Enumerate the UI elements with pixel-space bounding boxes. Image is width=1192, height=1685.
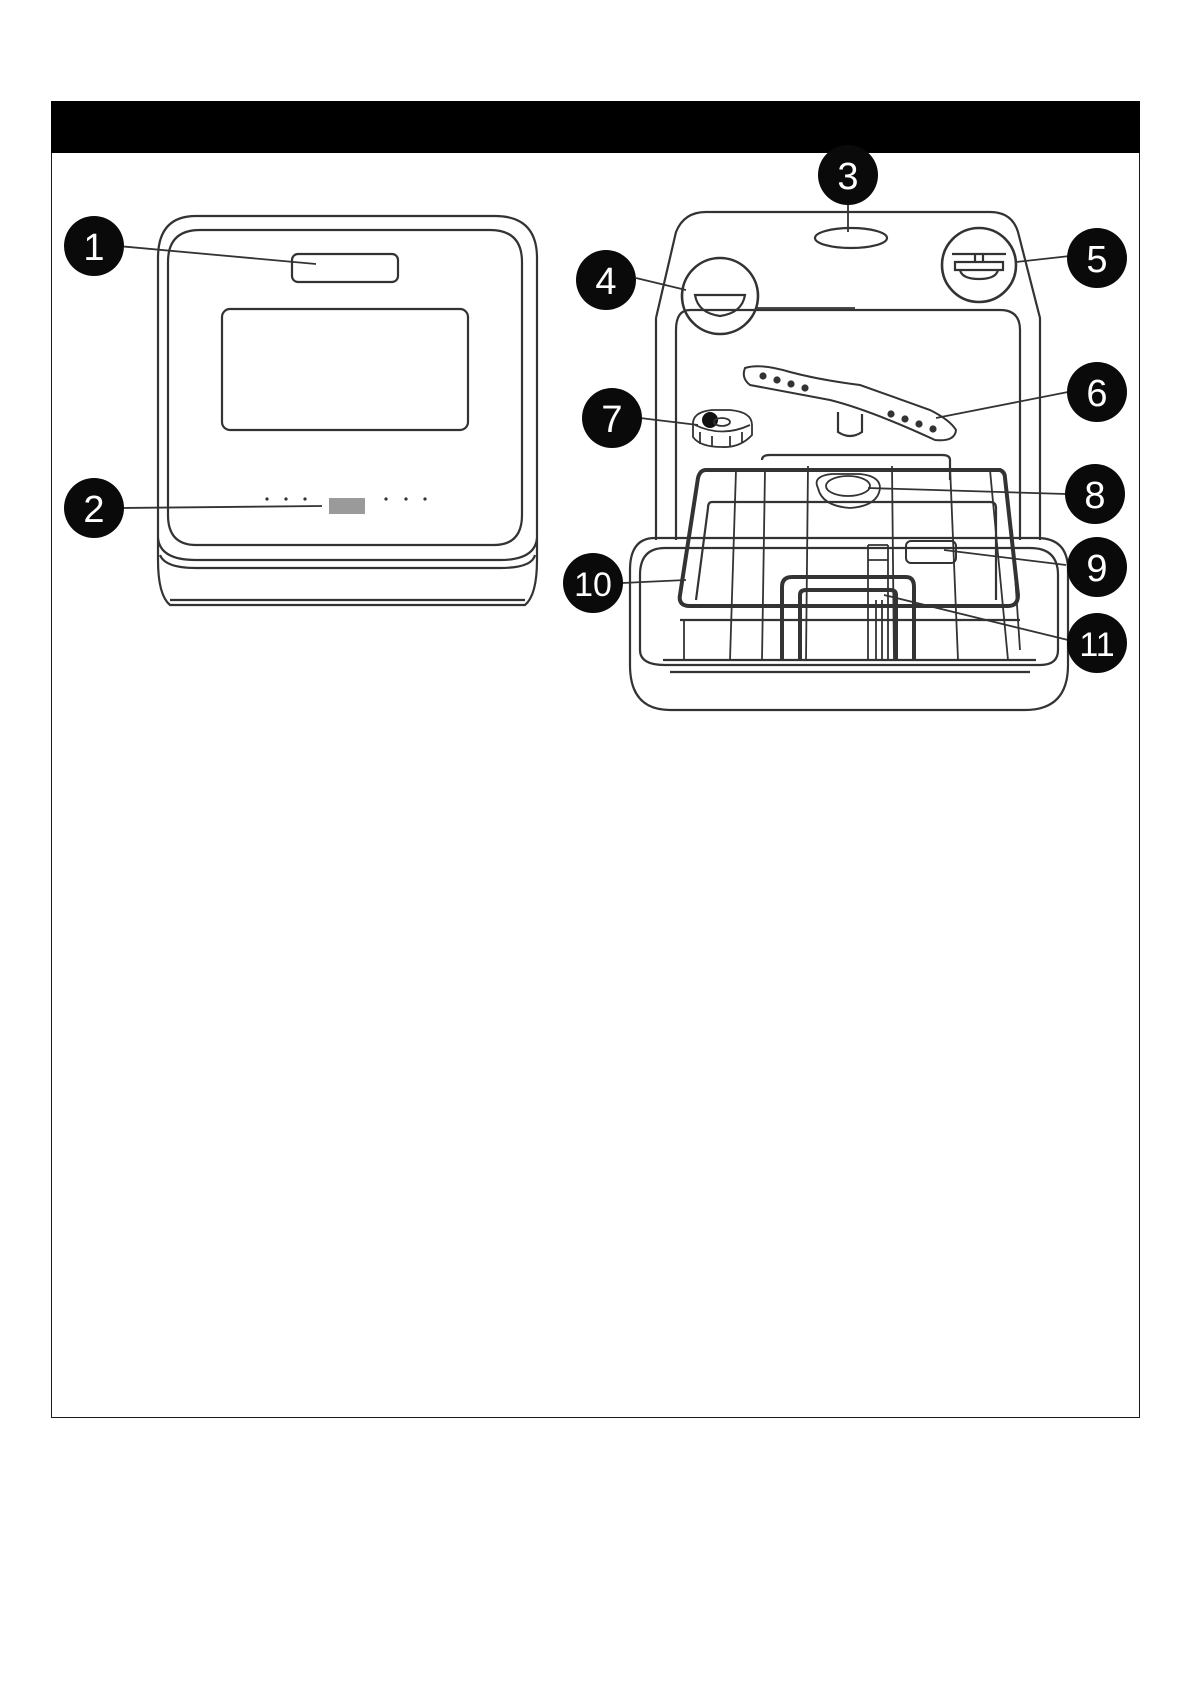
callout-2-label: 2 xyxy=(83,489,104,531)
top-opening xyxy=(815,228,887,248)
callout-4: 4 xyxy=(576,250,636,310)
callout-8-label: 8 xyxy=(1084,475,1105,517)
leader-4 xyxy=(636,278,686,290)
callout-11-label: 11 xyxy=(1079,626,1114,664)
callout-2: 2 xyxy=(64,478,124,538)
cutlery-basket xyxy=(782,577,914,660)
door-handle xyxy=(292,254,398,282)
leader-7 xyxy=(640,418,698,425)
leader-6 xyxy=(936,392,1068,418)
callout-6-label: 6 xyxy=(1086,373,1107,415)
closed-body-outline xyxy=(158,216,537,605)
leader-1 xyxy=(118,246,316,264)
detail-5-shape xyxy=(955,254,1003,279)
callout-10-label: 10 xyxy=(574,566,612,604)
callouts: 1 2 3 4 5 6 7 8 xyxy=(64,145,1127,673)
callout-1-label: 1 xyxy=(83,227,104,269)
callout-3-label: 3 xyxy=(837,156,858,198)
callout-6: 6 xyxy=(1067,362,1127,422)
leader-11 xyxy=(884,595,1068,640)
callout-7: 7 xyxy=(582,388,642,448)
cutlery-divider xyxy=(868,545,888,660)
detail-circle-5 xyxy=(942,228,1016,302)
control-dots-right xyxy=(384,497,426,500)
callout-10: 10 xyxy=(563,553,623,613)
spray-arm-hub xyxy=(838,412,862,436)
control-dots-left xyxy=(265,497,306,500)
callout-4-label: 4 xyxy=(595,261,616,303)
door-window xyxy=(222,309,468,430)
leader-8 xyxy=(868,488,1066,494)
closed-base-line-1 xyxy=(158,538,537,560)
callout-5-label: 5 xyxy=(1086,239,1107,281)
callout-9: 9 xyxy=(1067,537,1127,597)
closed-base-line-2 xyxy=(160,555,535,568)
open-dishwasher xyxy=(630,212,1068,710)
control-display xyxy=(329,498,365,514)
callout-8: 8 xyxy=(1065,464,1125,524)
callout-3: 3 xyxy=(818,145,878,205)
callout-7-label: 7 xyxy=(601,399,622,441)
dish-rack xyxy=(680,455,1020,660)
closed-dishwasher xyxy=(158,216,537,605)
leader-2 xyxy=(122,506,322,508)
detail-4-shape xyxy=(695,295,745,316)
filter-assembly xyxy=(693,410,752,447)
callout-9-label: 9 xyxy=(1086,548,1107,590)
callout-5: 5 xyxy=(1067,228,1127,288)
detergent-dispenser xyxy=(906,541,956,563)
leader-10 xyxy=(622,580,686,583)
callout-1: 1 xyxy=(64,216,124,276)
callout-11: 11 xyxy=(1067,613,1127,673)
